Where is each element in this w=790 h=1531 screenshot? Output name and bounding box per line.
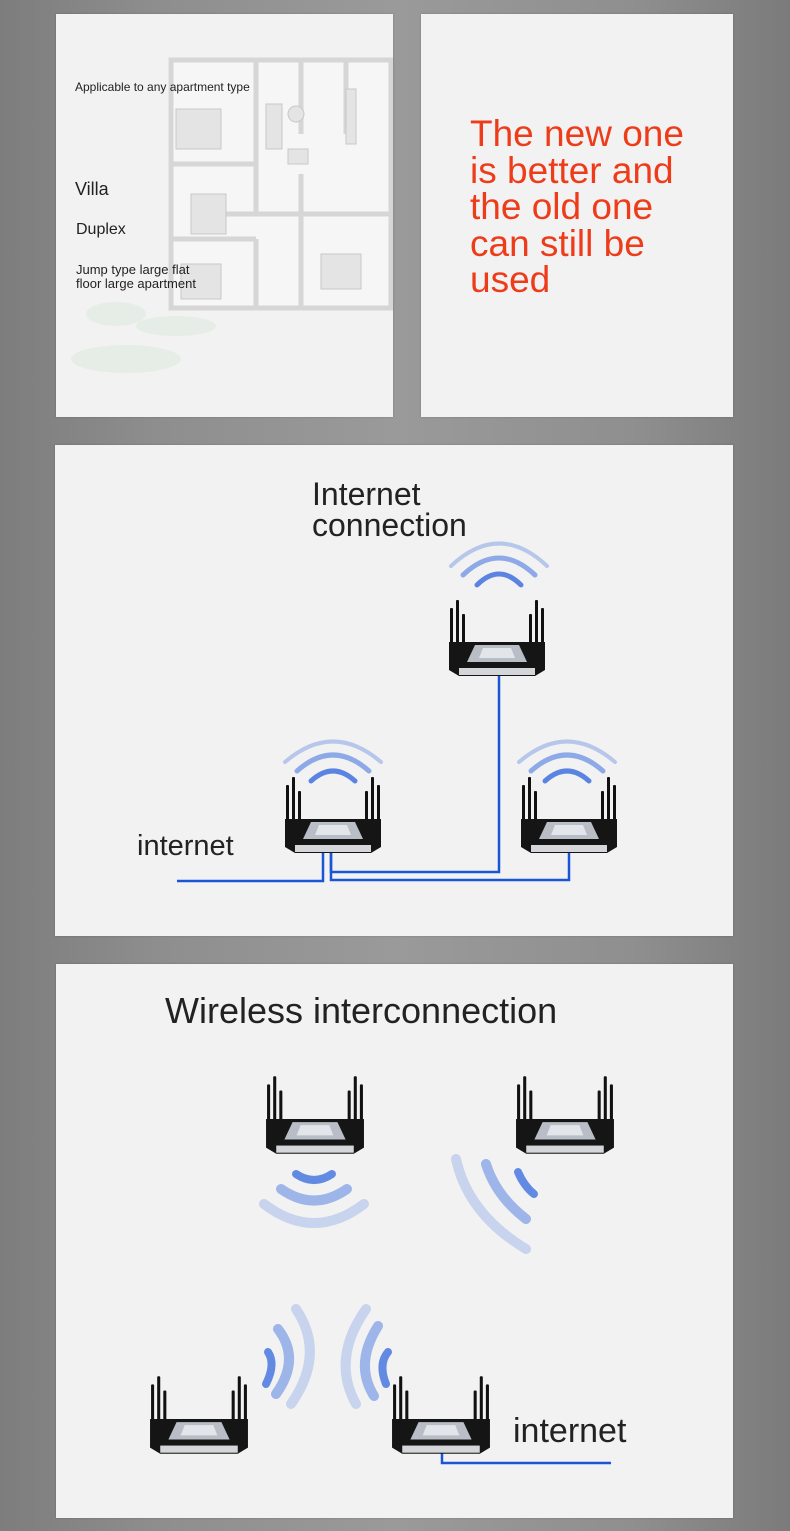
wireless-diagram xyxy=(150,1076,614,1465)
wifi-signal-icon xyxy=(259,1154,538,1409)
router-icon xyxy=(521,777,617,853)
router-icon xyxy=(392,1376,490,1454)
floor-plan-image xyxy=(71,57,393,373)
wired-internet-label: internet xyxy=(137,830,234,862)
router-icon xyxy=(449,600,545,676)
router-icon xyxy=(285,777,381,853)
apartment-type-large-flat: Jump type large flat floor large apartme… xyxy=(76,262,196,291)
wifi-signal-icon xyxy=(283,541,617,784)
wired-title: Internet connection xyxy=(312,476,467,543)
floor-plan-panel: Applicable to any apartment type Villa D… xyxy=(56,14,393,417)
router-icon xyxy=(516,1076,614,1154)
apartment-type-villa: Villa xyxy=(75,179,109,199)
ethernet-cables xyxy=(177,675,571,883)
slogan-text: The new one is better and the old one ca… xyxy=(470,113,684,300)
wireless-internet-label: internet xyxy=(513,1412,627,1450)
wired-connection-panel: Internet connection internet xyxy=(55,445,733,936)
router-icon xyxy=(150,1376,248,1454)
wireless-interconnection-panel: Wireless interconnection internet xyxy=(56,964,733,1518)
apartment-type-duplex: Duplex xyxy=(76,221,126,238)
slogan-panel: The new one is better and the old one ca… xyxy=(421,14,733,417)
apartment-type-any: Applicable to any apartment type xyxy=(75,80,250,94)
wireless-title: Wireless interconnection xyxy=(165,990,558,1031)
wired-diagram xyxy=(177,541,617,883)
router-icon xyxy=(266,1076,364,1154)
